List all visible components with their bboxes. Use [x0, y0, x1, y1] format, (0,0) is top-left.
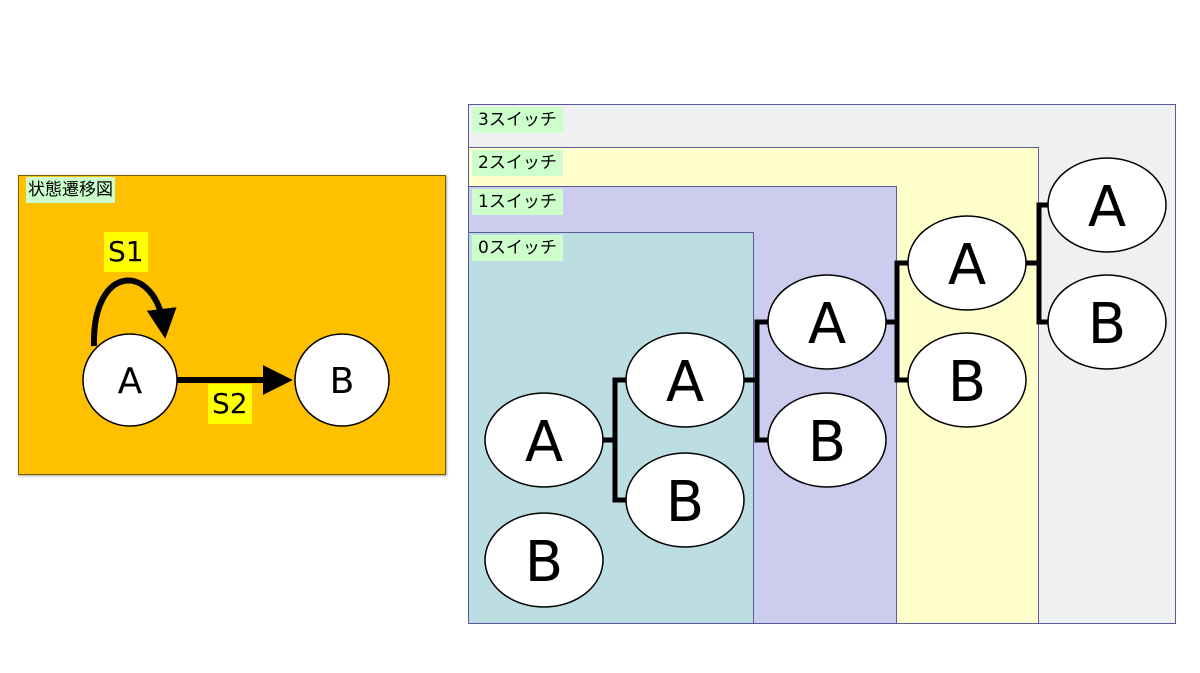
- tree-node: A: [1047, 157, 1167, 253]
- tree-node: A: [767, 274, 887, 370]
- tree-node: A: [484, 392, 604, 488]
- tree-node-label: B: [1088, 292, 1126, 357]
- state-node-b: B: [294, 333, 390, 427]
- bracket-level-1: [601, 377, 629, 503]
- tree-node: B: [625, 452, 745, 548]
- switch-0-label: 0スイッチ: [472, 235, 563, 261]
- state-diagram-panel: [18, 175, 446, 475]
- edge-label-s1: S1: [104, 232, 148, 272]
- tree-node: A: [625, 332, 745, 428]
- tree-node: A: [907, 215, 1027, 311]
- tree-node: B: [1047, 274, 1167, 370]
- tree-node-label: B: [808, 410, 846, 475]
- state-node-a: A: [82, 333, 178, 427]
- tree-node-label: B: [948, 350, 986, 415]
- tree-node-label: B: [666, 470, 704, 535]
- tree-node-label: A: [1088, 175, 1126, 240]
- edge-s1-self-loop: [90, 277, 177, 347]
- tree-node-label: A: [666, 350, 704, 415]
- tree-node: B: [767, 392, 887, 488]
- bracket-level-4: [1025, 202, 1053, 325]
- bracket-level-3: [883, 260, 911, 383]
- switch-2-label: 2スイッチ: [472, 150, 563, 176]
- tree-node-label: A: [808, 292, 846, 357]
- switch-1-label: 1スイッチ: [472, 189, 563, 215]
- state-diagram-title: 状態遷移図: [26, 177, 115, 203]
- state-node-a-label: A: [118, 361, 143, 402]
- tree-node: B: [907, 332, 1027, 428]
- switch-3-label: 3スイッチ: [472, 107, 563, 133]
- tree-node-label: B: [525, 530, 563, 595]
- tree-node: B: [484, 512, 604, 608]
- state-node-b-label: B: [330, 361, 355, 402]
- tree-node-label: A: [525, 410, 563, 475]
- edge-label-s2: S2: [208, 384, 252, 424]
- tree-node-label: A: [948, 233, 986, 298]
- bracket-level-2: [741, 319, 771, 443]
